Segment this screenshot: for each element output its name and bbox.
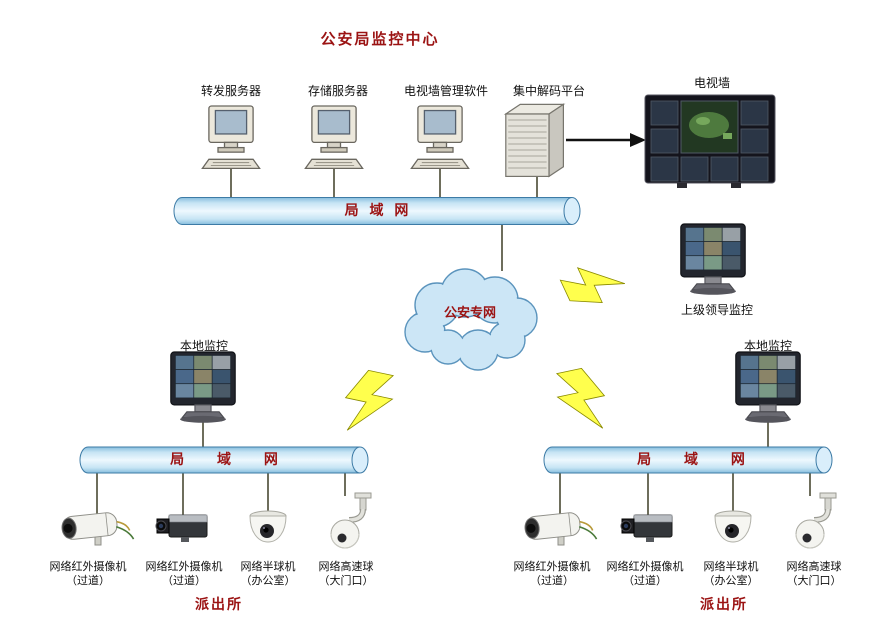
police-network-cloud [404, 268, 538, 371]
camera-name: 网络红外摄像机 [513, 560, 591, 573]
station-label-right: 派出所 [700, 597, 748, 613]
station-label-left: 派出所 [195, 597, 243, 613]
camera-location: （办公室） [703, 574, 759, 587]
speed-dome-camera-left-icon [331, 493, 371, 548]
speed-dome-camera-right-icon [796, 493, 836, 548]
camera-label-left-4: 网络高速球 （大门口） [319, 560, 374, 588]
camera-label-left-1: 网络红外摄像机 （过道） [50, 560, 127, 588]
camera-location: （大门口） [318, 574, 374, 587]
storage-server-icon [304, 105, 364, 170]
lan-pipe-left [79, 446, 369, 474]
dome-camera-left-icon [249, 510, 287, 543]
decoder-platform-label: 集中解码平台 [512, 84, 586, 98]
camera-location: （过道） [530, 574, 574, 587]
camera-label-left-2: 网络红外摄像机 （过道） [146, 560, 223, 588]
diagram-title: 公安局监控中心 [320, 30, 440, 48]
camera-name: 网络半球机 [703, 560, 759, 573]
leader-monitor-label: 上级领导监控 [680, 303, 754, 317]
camera-name: 网络高速球 [318, 560, 374, 573]
lan-label-left: 局 域 网 [170, 452, 292, 468]
camera-name: 网络半球机 [240, 560, 296, 573]
camera-name: 网络高速球 [786, 560, 842, 573]
camera-label-right-4: 网络高速球 （大门口） [787, 560, 842, 588]
local-monitor-left-label: 本地监控 [179, 339, 229, 353]
lightning-bolt-right [551, 364, 612, 437]
ir-bullet-camera-right-1-icon [523, 509, 598, 548]
dome-camera-right-icon [714, 510, 752, 543]
camera-location: （过道） [623, 574, 667, 587]
camera-location: （过道） [66, 574, 110, 587]
camera-label-right-3: 网络半球机 （办公室） [704, 560, 759, 588]
leader-monitor-icon [680, 223, 746, 296]
lan-pipe-right [543, 446, 833, 474]
lightning-bolt-leader [557, 251, 629, 316]
ir-box-camera-left-2-icon [155, 514, 208, 543]
camera-name: 网络红外摄像机 [606, 560, 684, 573]
camera-location: （过道） [162, 574, 206, 587]
lan-label-right: 局 域 网 [637, 452, 759, 468]
tvwall-software-label: 电视墙管理软件 [403, 84, 489, 98]
camera-label-right-1: 网络红外摄像机 （过道） [514, 560, 591, 588]
camera-label-left-3: 网络半球机 （办公室） [241, 560, 296, 588]
tv-wall-label: 电视墙 [693, 76, 731, 90]
local-monitor-left-icon [170, 351, 236, 424]
lan-label-center: 局 域 网 [344, 203, 412, 219]
arrow-decoder-to-tvwall [566, 133, 646, 147]
camera-location: （办公室） [240, 574, 296, 587]
camera-location: （大门口） [786, 574, 842, 587]
forward-server-label: 转发服务器 [200, 84, 262, 98]
tv-wall-icon [644, 94, 776, 189]
camera-name: 网络红外摄像机 [145, 560, 223, 573]
camera-label-right-2: 网络红外摄像机 （过道） [607, 560, 684, 588]
tvwall-software-pc-icon [410, 105, 470, 170]
storage-server-label: 存储服务器 [307, 84, 369, 98]
ir-bullet-camera-left-1-icon [60, 509, 135, 548]
ir-box-camera-right-2-icon [620, 514, 673, 543]
forward-server-icon [201, 105, 261, 170]
decoder-platform-icon [505, 103, 565, 178]
local-monitor-right-label: 本地监控 [743, 339, 793, 353]
lan-pipe-center [173, 197, 581, 225]
camera-name: 网络红外摄像机 [49, 560, 127, 573]
police-network-label: 公安专网 [443, 306, 497, 321]
connector-lines [96, 168, 811, 516]
lightning-bolt-left [338, 366, 399, 439]
local-monitor-right-icon [735, 351, 801, 424]
